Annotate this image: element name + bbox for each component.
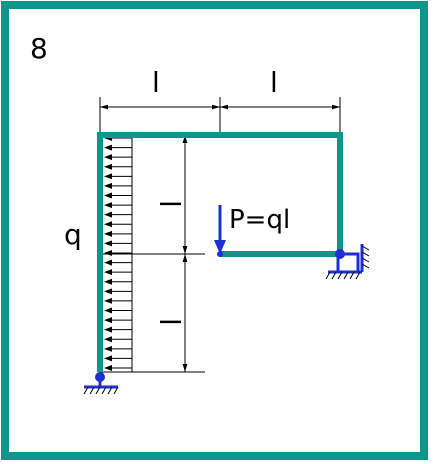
load-arrow xyxy=(104,182,132,189)
load-arrow xyxy=(104,345,132,352)
load-arrow xyxy=(104,144,132,151)
load-arrow xyxy=(104,240,132,247)
load-arrow xyxy=(104,336,132,343)
load-arrow xyxy=(104,250,132,256)
load-arrow xyxy=(104,202,132,209)
point-load-arrow xyxy=(214,205,226,254)
load-arrow xyxy=(104,163,132,170)
load-arrow xyxy=(104,365,132,371)
load-arrow xyxy=(104,230,132,237)
load-arrow xyxy=(104,192,132,199)
span-right-label: l xyxy=(270,66,278,99)
bottom-support xyxy=(83,372,119,395)
top-dimensions xyxy=(99,97,341,135)
distributed-load xyxy=(104,135,132,371)
load-arrow xyxy=(104,307,132,314)
load-arrow xyxy=(104,355,132,362)
load-arrow xyxy=(104,297,132,304)
load-arrow xyxy=(104,278,132,285)
load-arrow xyxy=(104,221,132,228)
span-left-label: l xyxy=(152,66,160,99)
distributed-load-label: q xyxy=(64,218,82,251)
load-arrow xyxy=(104,288,132,295)
load-arrow xyxy=(104,269,132,276)
right-support xyxy=(325,244,370,280)
problem-number: 8 xyxy=(30,32,48,65)
load-arrow xyxy=(104,259,132,266)
point-load-node xyxy=(217,251,223,257)
point-load-label: P=ql xyxy=(229,205,290,235)
frame xyxy=(97,132,343,372)
load-arrow xyxy=(104,173,132,180)
outer-border xyxy=(1,1,428,460)
height-lower-label: l xyxy=(153,318,186,326)
load-arrow xyxy=(104,326,132,333)
load-arrow xyxy=(104,154,132,161)
height-upper-label: l xyxy=(153,200,186,208)
load-arrow xyxy=(104,211,132,218)
load-arrow xyxy=(104,317,132,324)
